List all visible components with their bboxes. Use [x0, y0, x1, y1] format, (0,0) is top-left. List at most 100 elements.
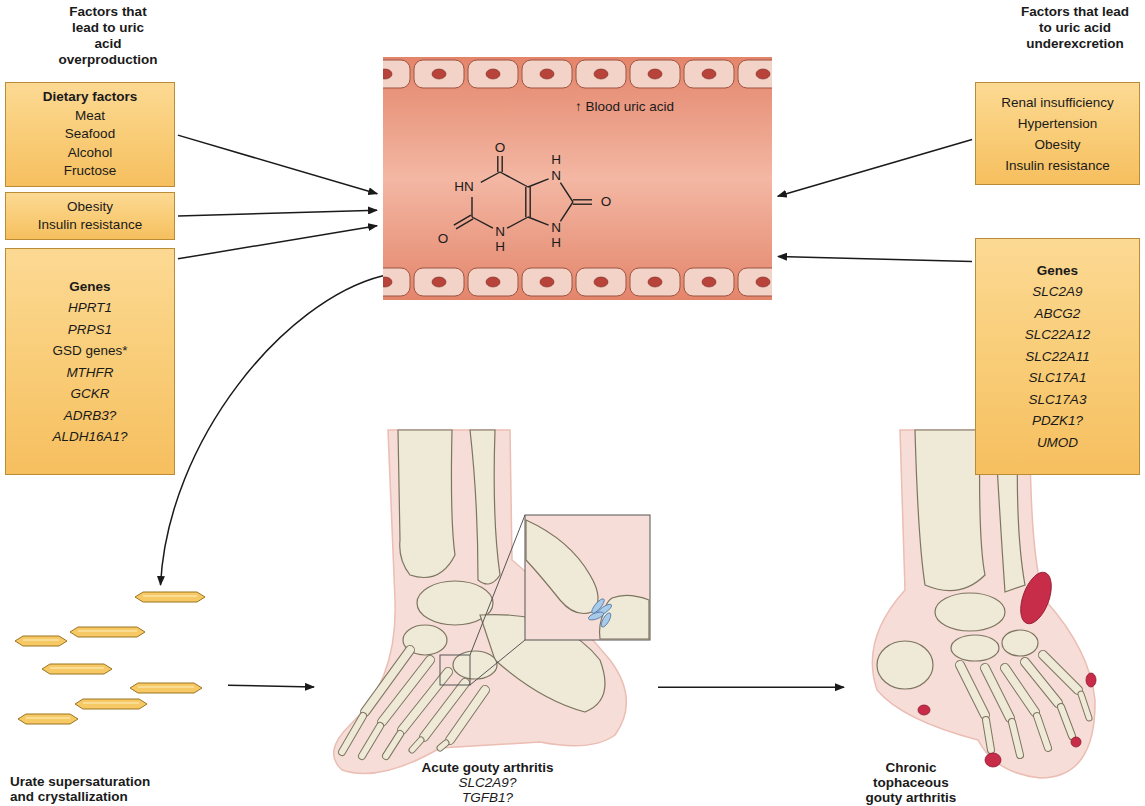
atom-label: O — [438, 232, 449, 246]
joint-crystal — [587, 610, 604, 621]
tophus — [1015, 568, 1058, 628]
endothelial-cell — [684, 268, 734, 296]
atom-label: N — [551, 169, 561, 183]
metatarsal-bone — [1043, 655, 1078, 690]
factor-box: Renal insufficiencyHypertensionObesityIn… — [975, 82, 1140, 185]
gene-box: GenesHPRT1PRPS1GSD genes*MTHFRGCKRADRB3?… — [5, 248, 175, 475]
uric-acid-bond — [500, 172, 528, 187]
flow-arrow — [178, 226, 377, 259]
metatarsal-bone — [382, 660, 430, 722]
atom-label: H — [551, 236, 561, 250]
metatarsal-bone — [960, 665, 985, 715]
metatarsal-bone — [1037, 716, 1048, 748]
urate-crystal — [143, 595, 197, 597]
uric-acid-bond — [560, 183, 573, 202]
joint-crystal — [599, 612, 612, 629]
uric-acid-bond — [502, 156, 503, 172]
metatarsal-bone — [1043, 655, 1078, 690]
endothelial-cell — [432, 277, 446, 287]
foot-bone — [935, 593, 1005, 631]
gene-name: ABCG2 — [1035, 303, 1081, 325]
box-heading: Dietary factors — [43, 88, 138, 107]
caption-block: Acute gouty arthritisSLC2A9?TGFB1? — [320, 760, 655, 805]
box-item: Meat — [75, 107, 105, 126]
metatarsal-bone — [412, 740, 421, 750]
uric-acid-bond — [497, 156, 498, 172]
metatarsal-bone — [382, 660, 430, 722]
box-item: Fructose — [64, 162, 117, 181]
metatarsal-bone — [440, 743, 446, 748]
atom-label: O — [601, 195, 612, 209]
gene-name: PRPS1 — [68, 319, 112, 341]
magnifier-frame — [440, 655, 470, 685]
uric-acid-bond — [573, 203, 592, 204]
foot-bone — [398, 430, 455, 578]
vessel-label: ↑ Blood uric acid — [575, 99, 674, 114]
uric-acid-bond — [454, 156, 592, 229]
endothelial-cell — [486, 277, 500, 287]
gene-name: SLC2A9? — [320, 775, 655, 790]
gene-name: TGFB1? — [320, 790, 655, 805]
box-item: Renal insufficiency — [1001, 92, 1113, 113]
uric-acid-bond — [472, 217, 493, 228]
acute-gout-stage: Acute gouty arthritisSLC2A9?TGFB1? — [320, 425, 655, 805]
joint-inset — [525, 515, 650, 640]
uric-acid-bond — [507, 217, 528, 228]
flow-arrow — [778, 256, 972, 261]
box-item: GSD genes* — [52, 340, 127, 362]
endothelial-cell — [522, 60, 572, 88]
foot-bone — [951, 635, 999, 661]
endothelial-cell — [540, 277, 554, 287]
metatarsal-bone — [362, 726, 380, 756]
endothelial-cell — [383, 277, 392, 287]
tophus — [985, 753, 1001, 767]
metatarsal-bone — [1081, 694, 1089, 718]
uric-acid-bond — [456, 219, 473, 229]
tophus — [918, 705, 930, 715]
soft-tissue — [872, 430, 1095, 778]
stage-caption: Acute gouty arthritis — [320, 760, 655, 775]
gene-name: GCKR — [70, 383, 109, 405]
endothelial-cell — [702, 277, 716, 287]
endothelial-cell — [468, 268, 518, 296]
flow-arrow — [778, 139, 972, 196]
urate-crystal — [78, 630, 137, 632]
endothelial-cell — [383, 60, 410, 88]
metatarsal-bone — [342, 716, 363, 752]
soft-tissue — [872, 430, 1095, 778]
metatarsal-bone — [1037, 716, 1048, 748]
uric-acid-bond — [573, 199, 592, 200]
endothelial-cell — [540, 69, 554, 79]
foot-bone — [398, 430, 605, 712]
metatarsal-bone — [386, 734, 400, 756]
box-item: Hypertension — [1018, 113, 1098, 134]
endothelial-cell — [414, 268, 464, 296]
gene-name: MTHFR — [66, 362, 113, 384]
endothelial-cell — [756, 277, 770, 287]
factor-box: Dietary factorsMeatSeafoodAlcoholFructos… — [5, 82, 175, 187]
urate-crystal — [135, 592, 205, 602]
metatarsal-bone — [342, 716, 363, 752]
metatarsal-bone — [450, 690, 485, 740]
joint-inset — [525, 515, 650, 640]
flow-arrow — [228, 685, 314, 687]
soft-tissue — [334, 430, 627, 774]
uric-acid-bond — [481, 172, 500, 182]
box-item: Insulin resistance — [38, 216, 142, 234]
metatarsal-bone — [960, 665, 985, 715]
gene-name: SLC17A1 — [1029, 367, 1087, 389]
endothelial-cell — [414, 60, 464, 88]
gene-name: SLC22A11 — [1025, 346, 1089, 368]
box-heading: Genes — [1037, 260, 1078, 282]
metatarsal-bone — [440, 743, 446, 748]
foot-bone — [877, 641, 933, 689]
tophus — [1071, 737, 1081, 747]
urate-crystal — [50, 667, 104, 669]
urate-crystal — [15, 636, 67, 646]
endothelial-cell — [383, 268, 410, 296]
metatarsal-bone — [986, 720, 991, 750]
atom-label: HN — [454, 180, 474, 194]
endothelial-cell — [756, 69, 770, 79]
urate-crystal — [23, 639, 59, 641]
magnifier-frame — [470, 515, 525, 655]
